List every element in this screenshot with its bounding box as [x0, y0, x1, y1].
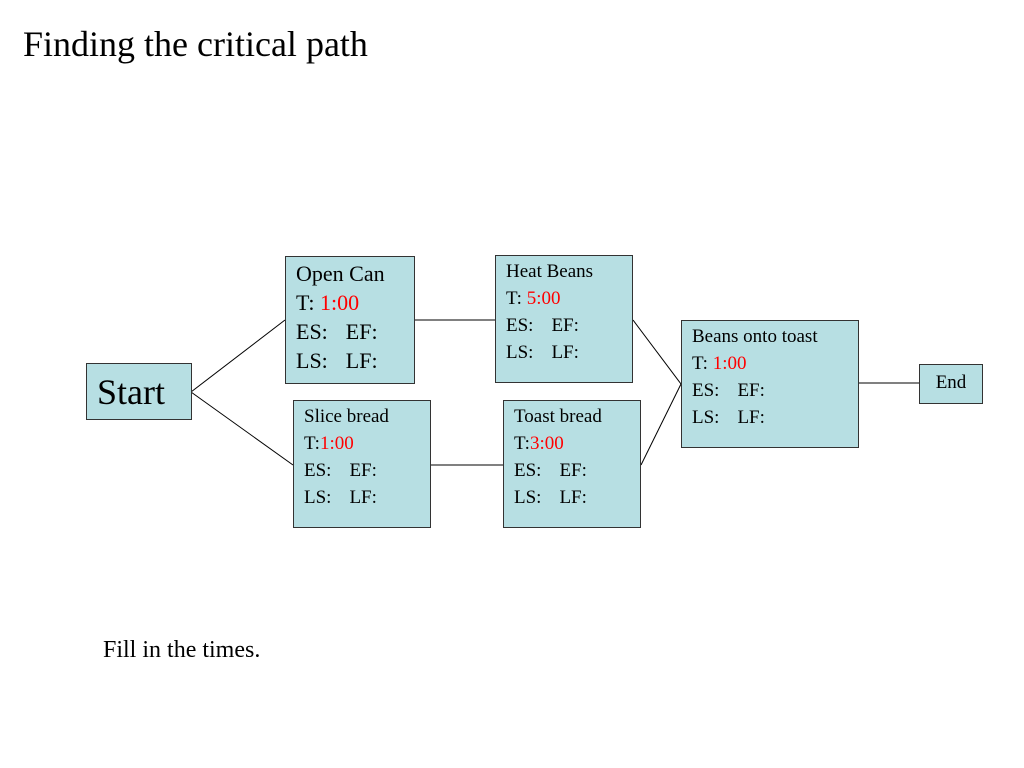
- edge-start-slice-bread: [190, 391, 294, 466]
- node-toast-bread-name: Toast bread: [514, 406, 602, 427]
- node-heat-beans-t-label: T:: [506, 288, 522, 309]
- instruction-text: Fill in the times.: [103, 637, 261, 663]
- node-heat-beans: Heat Beans T: 5:00 ES: EF: LS: LF:: [495, 255, 633, 383]
- node-end-label: End: [935, 372, 967, 393]
- node-beans-onto-toast-late-row: LS: LF:: [692, 404, 848, 431]
- node-open-can: Open Can T: 1:00 ES: EF: LS: LF:: [285, 256, 415, 384]
- node-heat-beans-late-row: LS: LF:: [506, 339, 622, 366]
- node-slice-bread-ls: LS:: [304, 487, 332, 508]
- node-beans-onto-toast-ef: EF:: [737, 380, 765, 401]
- node-open-can-late-row: LS: LF:: [296, 346, 404, 375]
- node-slice-bread-time-row: T:1:00: [304, 430, 420, 457]
- node-heat-beans-lf: LF:: [551, 342, 579, 363]
- node-slice-bread-late-row: LS: LF:: [304, 484, 420, 511]
- node-heat-beans-ef: EF:: [551, 315, 579, 336]
- node-toast-bread-lf: LF:: [559, 487, 587, 508]
- node-open-can-early-row: ES: EF:: [296, 317, 404, 346]
- node-toast-bread-early-row: ES: EF:: [514, 457, 630, 484]
- node-end: End: [919, 364, 983, 404]
- node-start-label: Start: [97, 372, 165, 412]
- node-slice-bread-ef: EF:: [349, 460, 377, 481]
- node-toast-bread: Toast bread T:3:00 ES: EF: LS: LF:: [503, 400, 641, 528]
- page-title: Finding the critical path: [23, 24, 368, 64]
- node-slice-bread: Slice bread T:1:00 ES: EF: LS: LF:: [293, 400, 431, 528]
- node-toast-bread-t-value: 3:00: [529, 433, 564, 454]
- node-slice-bread-early-row: ES: EF:: [304, 457, 420, 484]
- node-open-can-time-row: T: 1:00: [296, 288, 404, 317]
- node-heat-beans-early-row: ES: EF:: [506, 312, 622, 339]
- node-open-can-lf: LF:: [345, 348, 378, 373]
- node-open-can-t-value: 1:00: [319, 290, 360, 315]
- node-slice-bread-t-label: T:: [304, 433, 320, 454]
- node-slice-bread-lf: LF:: [349, 487, 377, 508]
- node-open-can-ls: LS:: [296, 348, 328, 373]
- edge-start-open-can: [190, 319, 286, 393]
- node-start: Start: [86, 363, 192, 420]
- node-open-can-name: Open Can: [296, 261, 385, 286]
- node-heat-beans-es: ES:: [506, 315, 534, 336]
- node-toast-bread-ef: EF:: [559, 460, 587, 481]
- node-beans-onto-toast-ls: LS:: [692, 407, 720, 428]
- node-toast-bread-late-row: LS: LF:: [514, 484, 630, 511]
- node-beans-onto-toast-t-label: T:: [692, 353, 708, 374]
- node-heat-beans-t-value: 5:00: [526, 288, 561, 309]
- node-toast-bread-t-label: T:: [514, 433, 530, 454]
- node-beans-onto-toast-name: Beans onto toast: [692, 326, 818, 347]
- node-heat-beans-time-row: T: 5:00: [506, 285, 622, 312]
- node-open-can-t-label: T:: [296, 290, 315, 315]
- node-toast-bread-ls: LS:: [514, 487, 542, 508]
- node-slice-bread-t-value: 1:00: [319, 433, 354, 454]
- node-toast-bread-time-row: T:3:00: [514, 430, 630, 457]
- node-open-can-es: ES:: [296, 319, 328, 344]
- node-slice-bread-es: ES:: [304, 460, 332, 481]
- node-open-can-ef: EF:: [345, 319, 378, 344]
- node-beans-onto-toast: Beans onto toast T: 1:00 ES: EF: LS: LF:: [681, 320, 859, 448]
- edge-heat-beans-beans-onto-toast: [632, 319, 682, 385]
- node-toast-bread-es: ES:: [514, 460, 542, 481]
- node-heat-beans-name: Heat Beans: [506, 261, 594, 282]
- node-beans-onto-toast-time-row: T: 1:00: [692, 350, 848, 377]
- node-beans-onto-toast-early-row: ES: EF:: [692, 377, 848, 404]
- node-beans-onto-toast-es: ES:: [692, 380, 720, 401]
- node-heat-beans-ls: LS:: [506, 342, 534, 363]
- node-slice-bread-name: Slice bread: [304, 406, 389, 427]
- node-beans-onto-toast-t-value: 1:00: [712, 353, 747, 374]
- edge-toast-bread-beans-onto-toast: [640, 383, 682, 466]
- node-beans-onto-toast-lf: LF:: [737, 407, 765, 428]
